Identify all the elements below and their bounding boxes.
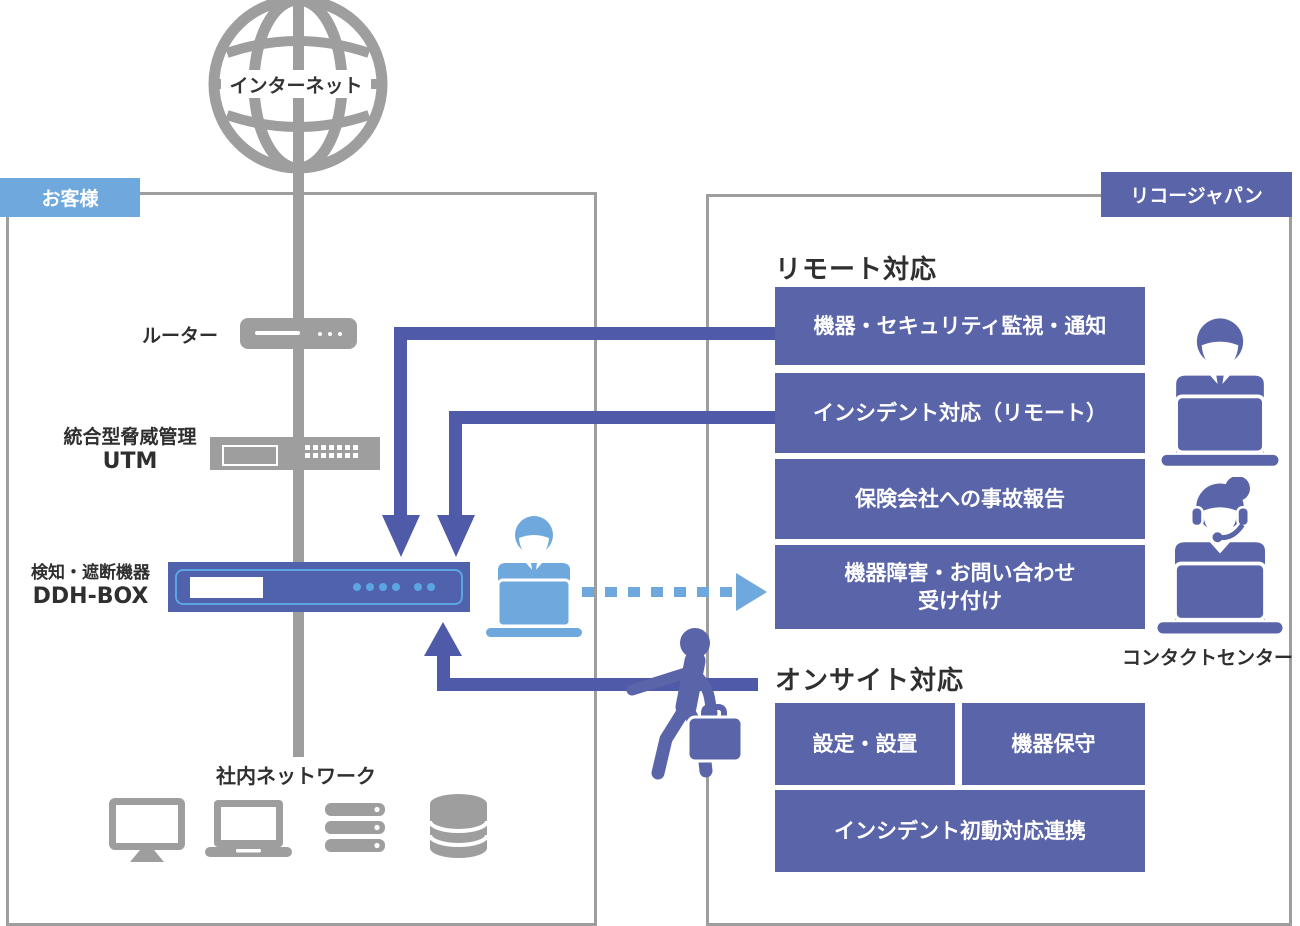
ddh-led (414, 583, 422, 591)
router-dot (328, 332, 332, 336)
contact-center-label: コンタクトセンター (1121, 647, 1293, 669)
network-trunk-line (293, 0, 304, 757)
router-icon (240, 318, 357, 349)
field-engineer-icon (626, 628, 744, 780)
service-box-insurance-report: 保険会社への事故報告 (775, 459, 1145, 539)
service-box-inquiry-desk: 機器障害・お問い合わせ 受け付け (775, 545, 1145, 629)
ddh-box-label: 検知・遮断機器 DDH-BOX (18, 563, 163, 609)
ddh-led (392, 583, 400, 591)
remote-heading: リモート対応 (775, 255, 938, 285)
inquiry-dotted-arrow-head (736, 573, 767, 611)
incident-remote-arrow-head (437, 515, 475, 557)
router-slit (255, 331, 300, 335)
ricoh-zone-box (706, 194, 1292, 926)
utm-ports-row (305, 453, 358, 458)
ddh-led (366, 583, 374, 591)
router-dot (338, 332, 342, 336)
customer-operator-icon (486, 516, 582, 637)
internet-label: インターネット (221, 70, 371, 98)
contact-center-operator-icon (1157, 477, 1283, 634)
utm-label-line2: UTM (102, 448, 158, 474)
router-dot (318, 332, 322, 336)
ricoh-zone-tab: リコージャパン (1101, 172, 1292, 217)
laptop-icon (205, 800, 292, 857)
inquiry-dotted-arrow-line (582, 587, 734, 597)
monitoring-arrow-vline (394, 327, 407, 515)
customer-zone-tab: お客様 (0, 178, 140, 217)
utm-label-line1: 統合型脅威管理 (63, 426, 197, 448)
utm-device-icon (210, 437, 380, 470)
ddh-led (427, 583, 435, 591)
ddh-box-label-line1: 検知・遮断機器 (31, 563, 150, 583)
service-box-incident-remote: インシデント対応（リモート） (775, 373, 1145, 453)
onsite-heading: オンサイト対応 (775, 666, 965, 696)
internal-network-label: 社内ネットワーク (216, 764, 376, 788)
ddh-led (353, 583, 361, 591)
incident-remote-arrow-vline (449, 411, 462, 515)
remote-support-staff-icon (1161, 318, 1279, 466)
utm-ports-row (305, 445, 358, 450)
ddh-box-label-line2: DDH-BOX (32, 583, 149, 609)
monitoring-arrow-hline (394, 327, 775, 340)
service-box-maintenance: 機器保守 (962, 703, 1145, 785)
ddh-screen (190, 577, 263, 598)
ddh-box-device-icon (168, 562, 470, 612)
monitoring-arrow-head (382, 515, 420, 557)
service-box-monitoring: 機器・セキュリティ監視・通知 (775, 287, 1145, 365)
router-label: ルーター (142, 325, 219, 347)
ddh-bezel (175, 569, 463, 605)
desktop-pc-icon (109, 798, 185, 862)
incident-remote-arrow-hline (449, 411, 775, 424)
utm-label: 統合型脅威管理 UTM (55, 426, 205, 474)
server-icon (325, 803, 385, 852)
service-box-incident-first-response: インシデント初動対応連携 (775, 790, 1145, 872)
onsite-arrow-head (424, 622, 462, 656)
utm-panel (222, 445, 278, 466)
database-icon (430, 794, 487, 858)
service-box-setup: 設定・設置 (775, 703, 955, 785)
ddh-led (379, 583, 387, 591)
